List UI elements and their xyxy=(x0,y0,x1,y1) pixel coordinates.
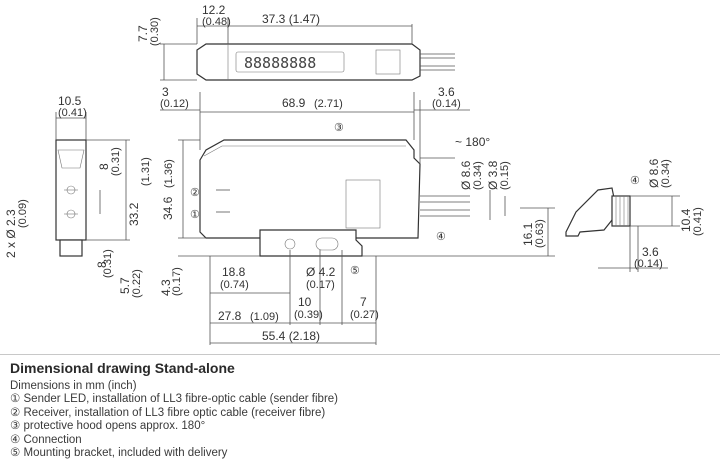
caption-item-5: ⑤ Mounting bracket, included with delive… xyxy=(10,447,228,460)
caption-item-1: ① Sender LED, installation of LL3 fibre-… xyxy=(10,393,339,406)
dim-10-5-inch: (0.41) xyxy=(58,107,87,119)
dim-8-6-b: Ø 8.6 xyxy=(647,158,661,188)
dim-10: 10 xyxy=(298,295,312,309)
dim-8-b: 8 xyxy=(95,261,109,268)
dim-34-6: 34.6 xyxy=(161,196,175,220)
connector-detail xyxy=(565,187,680,272)
dim-3-8-inch: (0.15) xyxy=(499,161,511,190)
dim-10-5: 10.5 xyxy=(58,94,82,108)
dim-27-8: 27.8 xyxy=(218,309,242,323)
callout-1: ① xyxy=(190,209,200,221)
svg-text:88888888: 88888888 xyxy=(244,54,316,72)
dim-7-7-inch: (0.30) xyxy=(149,17,161,46)
caption-item-2: ② Receiver, installation of LL3 fibre op… xyxy=(10,406,326,419)
dim-4-3-inch: (0.17) xyxy=(171,267,183,296)
dim-5-7: 5.7 xyxy=(118,277,132,294)
dim-68-9-inch: (2.71) xyxy=(314,98,343,110)
dim-3: 3 xyxy=(162,85,169,99)
dim-10-4: 10.4 xyxy=(679,208,693,232)
dim-2x2-3: 2 x Ø 2.3 xyxy=(4,209,18,258)
dim-2x2-3-inch: (0.09) xyxy=(17,199,29,228)
dim-68-9: 68.9 xyxy=(282,96,306,110)
dim-55-4: 55.4 (2.18) xyxy=(262,329,320,343)
dim-18-8: 18.8 xyxy=(222,265,246,279)
dim-27-8-inch: (1.09) xyxy=(250,311,279,323)
dim-3-6-b-inch: (0.14) xyxy=(634,258,663,270)
dim-7: 7 xyxy=(360,295,367,309)
dim-180: ~ 180° xyxy=(455,135,490,149)
caption-units: Dimensions in mm (inch) xyxy=(10,380,137,392)
dim-4-2: Ø 4.2 xyxy=(306,265,336,279)
side-view xyxy=(55,112,130,257)
callout-2: ② xyxy=(190,187,200,199)
callout-4-main: ④ xyxy=(436,231,446,243)
callout-3: ③ xyxy=(334,122,344,134)
dim-37-3: 37.3 (1.47) xyxy=(262,12,320,26)
dim-7-7: 7.7 xyxy=(136,25,150,42)
caption-title: Dimensional drawing Stand-alone xyxy=(10,360,235,376)
dim-34-6-inch: (1.36) xyxy=(163,159,175,188)
dim-8-a: 8 xyxy=(97,163,111,170)
dim-12-2-inch: (0.48) xyxy=(202,16,231,28)
dim-3-inch: (0.12) xyxy=(160,98,189,110)
dim-7-inch: (0.27) xyxy=(350,309,379,321)
front-view xyxy=(160,92,555,345)
dim-18-8-inch: (0.74) xyxy=(220,279,249,291)
caption: Dimensional drawing Stand-alone Dimensio… xyxy=(10,360,710,460)
callout-5: ⑤ xyxy=(350,265,360,277)
dim-8-a-inch: (0.31) xyxy=(110,147,122,176)
dim-10-4-inch: (0.41) xyxy=(692,207,704,236)
top-view: 88888888 xyxy=(160,18,455,81)
dim-16-1: 16.1 xyxy=(521,222,535,246)
dim-8-6-a: Ø 8.6 xyxy=(459,160,473,190)
dim-4-3: 4.3 xyxy=(159,279,173,296)
caption-item-4: ④ Connection xyxy=(10,433,82,446)
dim-3-8: Ø 3.8 xyxy=(486,160,500,190)
dim-5-7-inch: (0.22) xyxy=(131,269,143,298)
dim-33-2-inch: (1.31) xyxy=(140,157,152,186)
dim-8-6-b-inch: (0.34) xyxy=(660,159,672,188)
dim-16-1-inch: (0.63) xyxy=(534,219,546,248)
dimensional-drawing: 88888888 12.2 (0.48) 37.3 (1.47) 7.7 (0.… xyxy=(4,3,704,345)
dim-4-2-inch: (0.17) xyxy=(306,279,335,291)
section-divider xyxy=(0,354,720,355)
callout-4-detail: ④ xyxy=(630,175,640,187)
dim-3-6-a: 3.6 xyxy=(438,85,455,99)
dim-3-6-b: 3.6 xyxy=(642,245,659,259)
dim-12-2: 12.2 xyxy=(202,3,226,17)
dim-8-b-inch: (0.31) xyxy=(102,249,114,278)
dim-33-2: 33.2 xyxy=(127,202,141,226)
caption-item-3: ③ protective hood opens approx. 180° xyxy=(10,420,206,433)
dim-3-6-a-inch: (0.14) xyxy=(432,98,461,110)
dim-10-inch: (0.39) xyxy=(294,309,323,321)
dim-8-6-a-inch: (0.34) xyxy=(472,161,484,190)
